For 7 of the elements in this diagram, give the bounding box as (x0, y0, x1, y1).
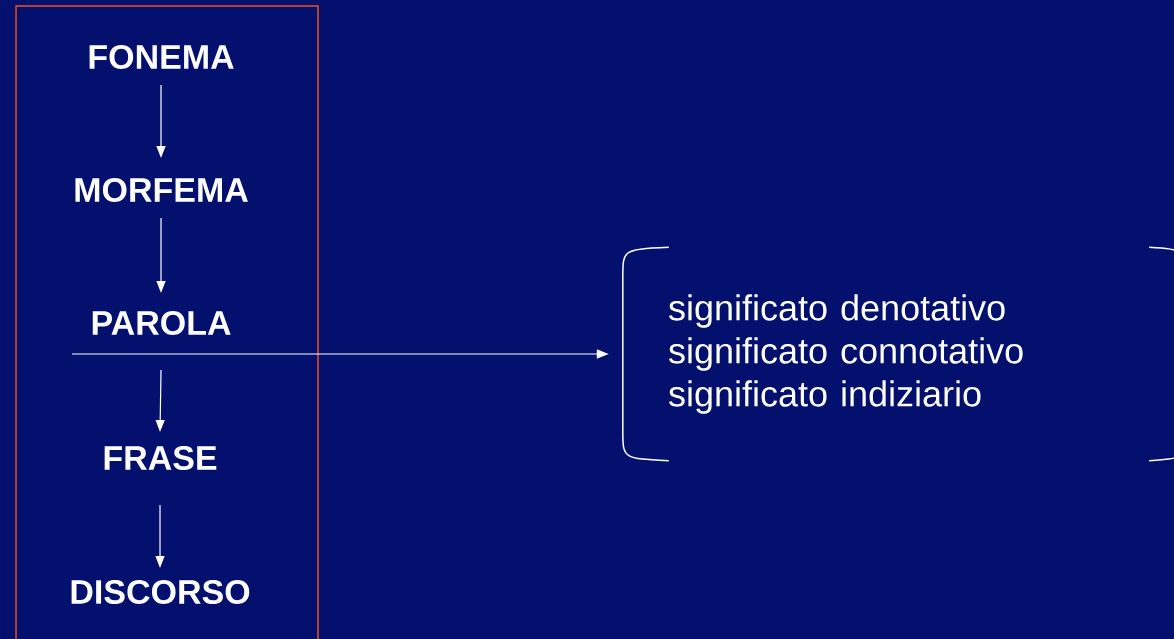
bracketed-list: significato denotativo significato connotativo significato indiziario (622, 246, 1174, 462)
level-label: PAROLA (92, 310, 231, 335)
level-label: FRASE (104, 445, 217, 470)
level-label: DISCORSO (71, 579, 250, 604)
frame-box (15, 5, 319, 639)
level-label: MORFEMA (75, 177, 248, 202)
level-label: FONEMA (89, 44, 234, 69)
